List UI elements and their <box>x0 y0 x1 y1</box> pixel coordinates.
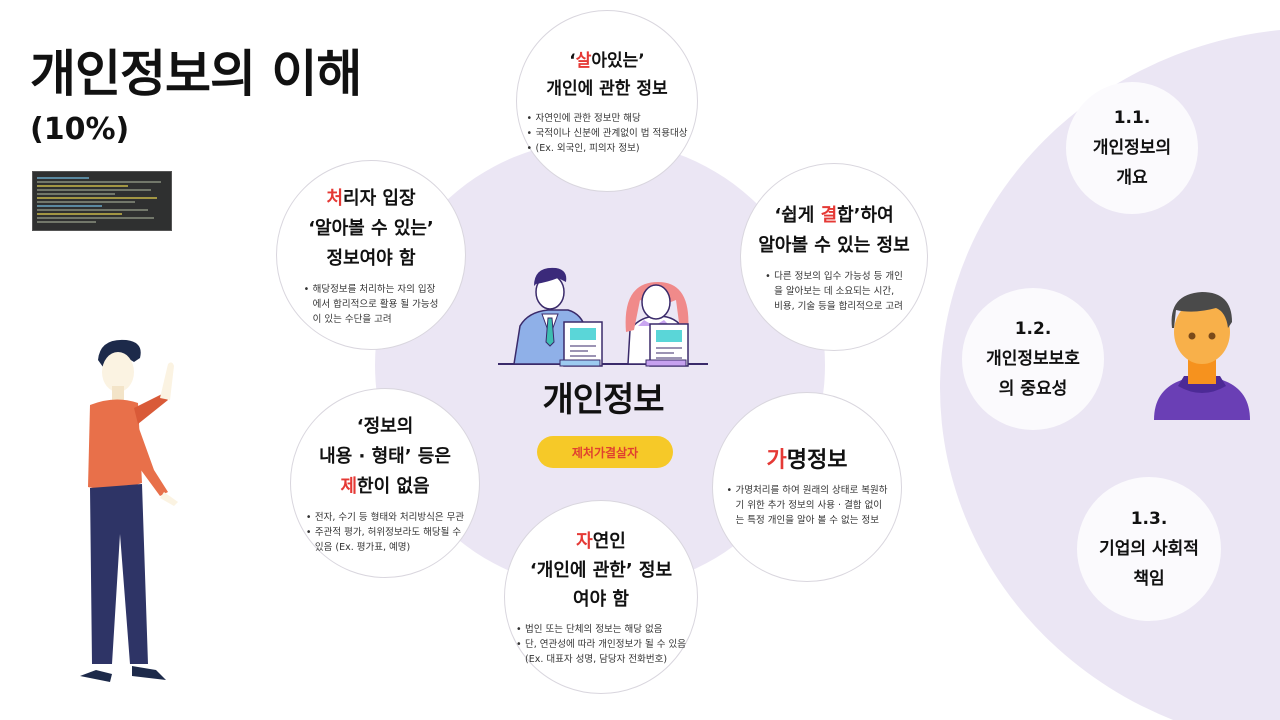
exam-weight: (10%) <box>30 112 130 147</box>
nav-number: 1.3. <box>1130 509 1168 529</box>
bullet-continuation: (Ex. 대표자 성명, 담당자 전화번호) <box>525 654 668 665</box>
nav-label: 의 중요성 <box>998 379 1068 399</box>
bubble-title: 여야 함 <box>573 589 629 610</box>
bubble-bullets: 법인 또는 단체의 정보는 해당 없음 단, 연관성에 따라 개인정보가 될 수… <box>508 622 694 667</box>
bullet-continuation: 에서 합리적으로 활용 될 가능성 <box>312 298 439 310</box>
bubble-title: ‘알아볼 수 있는’ <box>308 217 434 239</box>
nav-section-1-3[interactable]: 1.3. 기업의 사회적 책임 <box>1077 477 1221 621</box>
bubble-title: 처리자 입장 <box>326 187 416 209</box>
bubble-title: 제한이 없음 <box>340 475 430 497</box>
bubble-bullets: 해당정보를 처리하는 자의 입장 에서 합리적으로 활용 될 가능성 이 있는 … <box>296 282 447 327</box>
concept-bubble-no-form-restriction: ‘정보의 내용 · 형태’ 등은 제한이 없음 전자, 수기 등 형태와 처리방… <box>290 388 480 578</box>
bullet-continuation: 이 있는 수단을 고려 <box>312 313 392 325</box>
bubble-title: ‘개인에 관한’ 정보 <box>529 560 673 581</box>
mnemonic-letter: 처 <box>326 187 344 209</box>
bullet-continuation: 기 위한 추가 정보의 사용 · 결합 없이 <box>735 499 883 511</box>
hub-title: 개인정보 <box>542 380 664 420</box>
bubble-bullets: 전자, 수기 등 형태와 처리방식은 무관 주관적 평가, 허위정보라도 해당될… <box>298 510 472 555</box>
code-screenshot-thumbnail <box>32 171 172 231</box>
bullet: 가명처리를 하여 원래의 상태로 복원하 <box>727 483 888 498</box>
bullet: 전자, 수기 등 형태와 처리방식은 무관 <box>306 510 464 525</box>
two-people-holding-documents-illustration <box>498 267 708 367</box>
nav-label: 기업의 사회적 <box>1099 539 1199 559</box>
bubble-title: 자연인 <box>576 531 626 552</box>
nav-number: 1.2. <box>1014 319 1052 339</box>
mnemonic-letter: 자 <box>576 531 593 552</box>
bullet: 해당정보를 처리하는 자의 입장 <box>304 282 439 297</box>
presenter-illustration <box>80 339 178 682</box>
nav-label: 개인정보보호 <box>986 349 1080 369</box>
bullet: (Ex. 외국인, 피의자 정보) <box>527 141 688 156</box>
page-title: 개인정보의 이해 <box>30 45 362 103</box>
bubble-title: 정보여야 함 <box>326 247 416 269</box>
bubble-title: 개인에 관한 정보 <box>546 78 668 99</box>
nav-section-1-1[interactable]: 1.1. 개인정보의 개요 <box>1066 82 1198 214</box>
bullet: 자연인에 관한 정보만 해당 <box>527 111 688 126</box>
concept-bubble-living-person: ‘살아있는’ 개인에 관한 정보 자연인에 관한 정보만 해당 국적이나 신분에… <box>516 10 698 192</box>
mnemonic-badge: 제처가결살자 <box>537 436 673 468</box>
nav-number: 1.1. <box>1113 108 1151 128</box>
bubble-title: 알아볼 수 있는 정보 <box>758 234 910 256</box>
bubble-bullets: 자연인에 관한 정보만 해당 국적이나 신분에 관계없이 법 적용대상 (Ex.… <box>519 111 696 156</box>
concept-bubble-natural-person: 자연인 ‘개인에 관한’ 정보 여야 함 법인 또는 단체의 정보는 해당 없음… <box>504 500 698 694</box>
nav-label: 개인정보의 <box>1092 138 1172 158</box>
bullet: 다른 정보의 입수 가능성 등 개인 <box>765 269 903 284</box>
bubble-bullets: 다른 정보의 입수 가능성 등 개인 을 알아보는 데 소요되는 시간, 비용,… <box>757 269 911 314</box>
concept-bubble-pseudonymous: 가명정보 가명처리를 하여 원래의 상태로 복원하 기 위한 추가 정보의 사용… <box>712 392 902 582</box>
bullet-continuation: 을 알아보는 데 소요되는 시간, <box>774 285 895 297</box>
bubble-title: ‘살아있는’ <box>569 50 645 71</box>
bullet-continuation: 있음 (Ex. 평가표, 예명) <box>314 541 411 553</box>
nav-label: 책임 <box>1133 569 1165 589</box>
mnemonic-letter: 살 <box>575 50 592 71</box>
bullet-continuation: 는 특정 개인을 알아 볼 수 없는 정보 <box>735 514 880 526</box>
nav-section-1-2[interactable]: 1.2. 개인정보보호 의 중요성 <box>962 288 1104 430</box>
nav-label: 개요 <box>1116 168 1148 188</box>
bullet: 법인 또는 단체의 정보는 해당 없음 <box>516 622 686 637</box>
bullet-continuation: 비용, 기술 등을 합리적으로 고려 <box>774 300 903 312</box>
mnemonic-letter: 가 <box>766 447 787 473</box>
bubble-title: 가명정보 <box>766 447 848 473</box>
bullet: 국적이나 신분에 관계없이 법 적용대상 <box>527 126 688 141</box>
mnemonic-letter: 제 <box>340 475 358 497</box>
bubble-title: ‘정보의 <box>356 415 414 437</box>
concept-bubble-processor-perspective: 처리자 입장 ‘알아볼 수 있는’ 정보여야 함 해당정보를 처리하는 자의 입… <box>276 160 466 350</box>
concept-bubble-easy-combination: ‘쉽게 결합’하여 알아볼 수 있는 정보 다른 정보의 입수 가능성 등 개인… <box>740 163 928 351</box>
user-avatar-icon <box>1154 292 1250 420</box>
bubble-title: 내용 · 형태’ 등은 <box>319 445 451 467</box>
bullet: 주관적 평가, 허위정보라도 해당될 수 <box>306 525 464 540</box>
bullet: 단, 연관성에 따라 개인정보가 될 수 있음 <box>516 637 686 652</box>
bubble-title: ‘쉽게 결합’하여 <box>774 204 894 226</box>
mnemonic-letter: 결 <box>820 204 838 226</box>
bubble-bullets: 가명처리를 하여 원래의 상태로 복원하 기 위한 추가 정보의 사용 · 결합… <box>719 483 896 528</box>
